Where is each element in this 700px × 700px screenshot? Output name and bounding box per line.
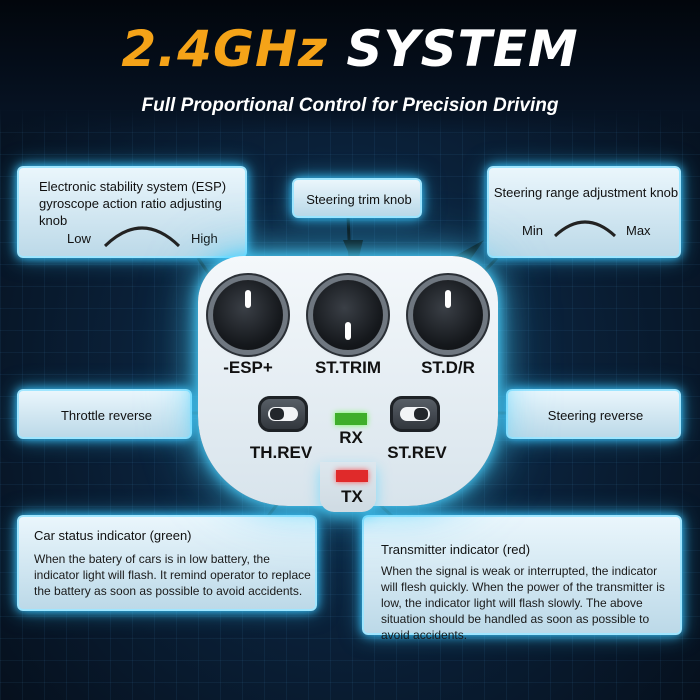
throttle-switch-lever <box>270 408 284 420</box>
throttle-reverse-title: Throttle reverse <box>60 408 153 423</box>
trim-knob-indicator <box>345 322 351 340</box>
steering-reverse-title: Steering reverse <box>547 408 644 423</box>
tx-label: TX <box>341 487 363 506</box>
header-band <box>0 0 700 135</box>
esp-callout-title: Electronic stability system (ESP) gyrosc… <box>39 179 227 228</box>
range-callout: Steering range adjustment knob Min Max <box>487 166 681 258</box>
steering-reverse-callout: Steering reverse <box>506 389 681 439</box>
range-min-label: Min <box>522 223 543 238</box>
page-subtitle: Full Proportional Control for Precision … <box>141 95 559 116</box>
trim-callout: Steering trim knob <box>292 178 422 218</box>
esp-knob-label: -ESP+ <box>223 358 273 377</box>
rx-indicator-led <box>335 413 367 425</box>
car-status-body: When the batery of cars is in low batter… <box>34 552 311 598</box>
title-accent: 2.4GHz <box>121 20 328 78</box>
tx-indicator-led <box>336 470 368 482</box>
title-main: SYSTEM <box>346 20 579 78</box>
throttle-reverse-label: TH.REV <box>249 443 313 462</box>
trim-knob-label: ST.TRIM <box>314 358 382 377</box>
esp-high-label: High <box>191 231 218 246</box>
trim-callout-title: Steering trim knob <box>306 192 412 207</box>
throttle-reverse-switch[interactable] <box>258 396 308 432</box>
throttle-reverse-callout: Throttle reverse <box>17 389 192 439</box>
esp-callout: Electronic stability system (ESP) gyrosc… <box>17 166 247 258</box>
transmitter-callout: Transmitter indicator (red) When the sig… <box>362 515 682 642</box>
page-title: 2.4GHz SYSTEM <box>0 20 700 78</box>
transmitter-body: When the signal is weak or interrupted, … <box>381 564 665 642</box>
steering-trim-knob[interactable] <box>313 280 383 350</box>
esp-arc-icon <box>103 226 181 248</box>
steering-switch-lever <box>414 408 428 420</box>
range-arc-icon <box>553 220 617 238</box>
car-status-title: Car status indicator (green) <box>34 528 192 543</box>
esp-knob[interactable] <box>213 280 283 350</box>
range-callout-title: Steering range adjustment knob <box>493 185 679 200</box>
car-status-callout: Car status indicator (green) When the ba… <box>17 515 317 611</box>
transmitter-title: Transmitter indicator (red) <box>381 542 531 557</box>
steering-reverse-label: ST.REV <box>387 443 447 462</box>
esp-knob-indicator <box>245 290 251 308</box>
range-max-label: Max <box>626 223 651 238</box>
steering-reverse-switch[interactable] <box>390 396 440 432</box>
dr-knob-indicator <box>445 290 451 308</box>
steering-dr-knob[interactable] <box>413 280 483 350</box>
rx-label: RX <box>339 428 363 447</box>
dr-knob-label: ST.D/R <box>421 358 475 377</box>
esp-low-label: Low <box>67 231 91 246</box>
